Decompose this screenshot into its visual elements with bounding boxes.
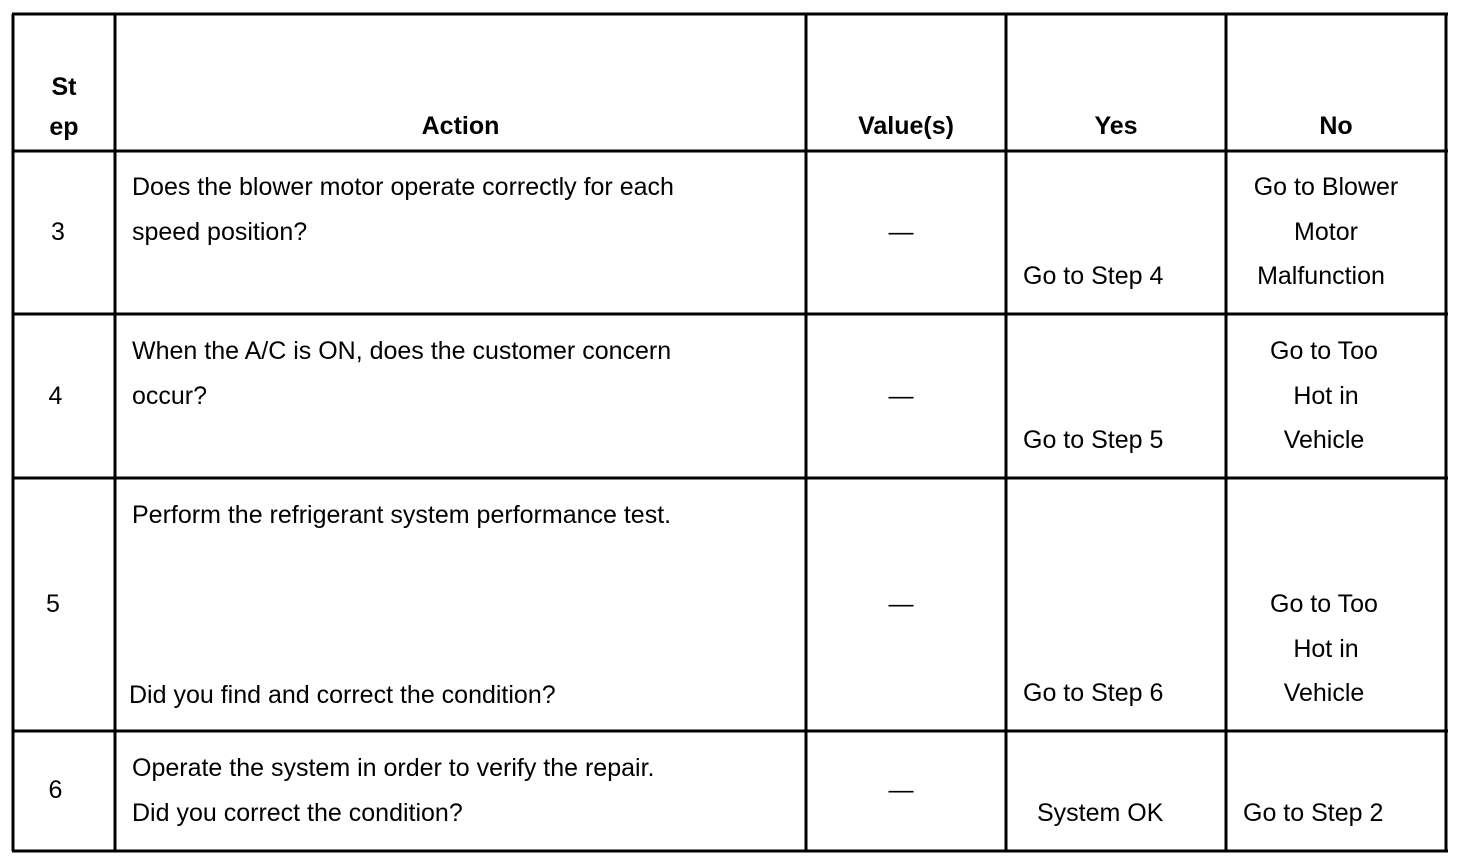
header-values: Value(s) (858, 112, 954, 140)
row5-no-line3: Vehicle (1283, 679, 1365, 707)
row5-action-line1: Perform the refrigerant system performan… (132, 501, 672, 529)
row5-no-line2: Hot in (1293, 635, 1359, 663)
row3-action-line2: speed position? (132, 218, 308, 246)
row5-yes: Go to Step 6 (1023, 679, 1164, 707)
row4-value: — (888, 382, 914, 410)
row4-step: 4 (48, 382, 63, 410)
row6-yes: System OK (1037, 799, 1164, 827)
row5-step: 5 (46, 590, 60, 618)
row3-no-line3: Malfunction (1257, 262, 1385, 290)
row6-no-line1: Go to Step 2 (1243, 799, 1384, 827)
row3-step: 3 (51, 218, 65, 246)
row4-no-line1: Go to Too (1270, 337, 1378, 365)
row6-action-line2: Did you correct the condition? (132, 799, 463, 827)
row5-no-line1: Go to Too (1270, 590, 1378, 618)
row3-yes: Go to Step 4 (1023, 262, 1164, 290)
header-step-line1: St (51, 73, 77, 101)
row5-value: — (888, 590, 914, 618)
header-no: No (1319, 112, 1353, 140)
row4-action-line1: When the A/C is ON, does the customer co… (132, 337, 672, 365)
row3-value: — (888, 218, 914, 246)
row3-action-line1: Does the blower motor operate correctly … (132, 173, 674, 201)
row3-no-line2: Motor (1294, 218, 1358, 246)
header-action: Action (421, 112, 500, 140)
row6-value: — (888, 776, 914, 804)
row4-no-line3: Vehicle (1283, 426, 1365, 454)
row4-no-line2: Hot in (1293, 382, 1359, 410)
row3-no-line1: Go to Blower (1253, 173, 1399, 201)
row5-action-line2: Did you find and correct the condition? (129, 681, 556, 709)
header-step-line2: ep (49, 113, 79, 141)
header-yes: Yes (1094, 112, 1138, 140)
row6-step: 6 (48, 776, 63, 804)
row4-yes: Go to Step 5 (1023, 426, 1164, 454)
row4-action-line2: occur? (132, 382, 208, 410)
row6-action-line1: Operate the system in order to verify th… (132, 754, 655, 782)
